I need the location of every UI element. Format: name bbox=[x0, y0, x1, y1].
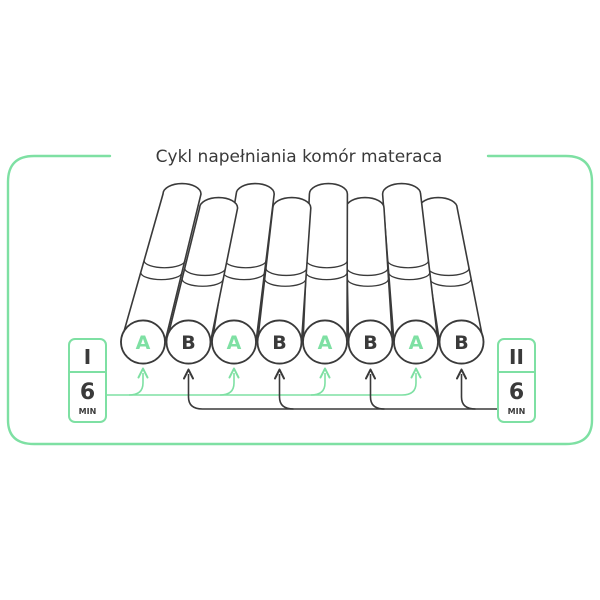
tube-1: A bbox=[120, 182, 202, 365]
tube-6: B bbox=[345, 196, 394, 365]
tube-4: B bbox=[256, 196, 312, 365]
tube-body bbox=[256, 196, 312, 343]
tube-seam bbox=[387, 260, 430, 269]
cycle-left-unit: MIN bbox=[79, 407, 97, 416]
phase-one-arrow bbox=[128, 367, 149, 396]
cell-label-b: B bbox=[454, 332, 468, 354]
tube-body bbox=[211, 182, 275, 343]
tube-front-face bbox=[302, 319, 348, 365]
tube-seam bbox=[265, 268, 308, 277]
tube-5: A bbox=[302, 182, 349, 365]
cell-label-a: A bbox=[409, 332, 424, 354]
cycle-right-phase: II bbox=[509, 345, 524, 369]
phase-two-arrow bbox=[274, 368, 294, 410]
tube-front-face bbox=[393, 319, 439, 365]
phase-one-flow-arrows bbox=[106, 367, 422, 396]
tube-seam bbox=[305, 260, 348, 269]
cell-label-a: A bbox=[318, 332, 333, 354]
phase-one-arrow bbox=[401, 367, 422, 396]
tube-front-face bbox=[165, 319, 212, 365]
tube-seam bbox=[387, 272, 431, 281]
tube-body bbox=[120, 182, 202, 343]
tube-7: A bbox=[381, 182, 439, 365]
tube-seam bbox=[346, 268, 389, 277]
cycle-box-left: I 6 MIN bbox=[68, 338, 107, 423]
tube-seam bbox=[184, 268, 227, 277]
tube-seam bbox=[143, 260, 186, 269]
tube-front-face bbox=[211, 319, 257, 365]
tube-body bbox=[302, 182, 349, 343]
tube-8: B bbox=[418, 196, 485, 365]
cycle-left-duration: 6 bbox=[80, 380, 95, 405]
cell-label-b: B bbox=[181, 332, 195, 354]
cycle-box-right: II 6 MIN bbox=[497, 338, 536, 423]
tube-3: A bbox=[211, 182, 275, 365]
phase-one-arrow bbox=[219, 367, 240, 396]
cell-label-a: A bbox=[227, 332, 242, 354]
diagram-title: Cykl napełniania komór materaca bbox=[156, 147, 443, 167]
tube-front-face bbox=[347, 319, 394, 365]
phase-one-arrow bbox=[310, 367, 331, 396]
tube-front-face bbox=[438, 319, 485, 365]
cycle-left-phase: I bbox=[84, 345, 91, 369]
tube-2: B bbox=[165, 196, 239, 365]
tube-seam bbox=[346, 278, 390, 287]
phase-two-flow-arrows bbox=[183, 368, 498, 410]
cycle-right-unit: MIN bbox=[508, 407, 526, 416]
phase-two-arrow bbox=[365, 368, 385, 410]
tube-seam bbox=[181, 278, 224, 287]
outer-frame bbox=[6, 154, 594, 446]
tube-front-face bbox=[256, 319, 303, 365]
phase-two-arrow bbox=[183, 368, 203, 410]
tube-seam bbox=[264, 278, 307, 287]
tube-body bbox=[381, 182, 439, 343]
tube-seam bbox=[140, 272, 183, 281]
tube-front-face bbox=[120, 319, 166, 365]
tube-seam bbox=[222, 272, 266, 281]
cycle-right-duration: 6 bbox=[509, 380, 524, 405]
cell-label-b: B bbox=[363, 332, 377, 354]
cell-label-b: B bbox=[272, 332, 286, 354]
phase-two-arrow bbox=[456, 368, 476, 410]
tube-body bbox=[165, 196, 239, 343]
tube-seam bbox=[305, 272, 348, 281]
cell-label-a: A bbox=[136, 332, 151, 354]
